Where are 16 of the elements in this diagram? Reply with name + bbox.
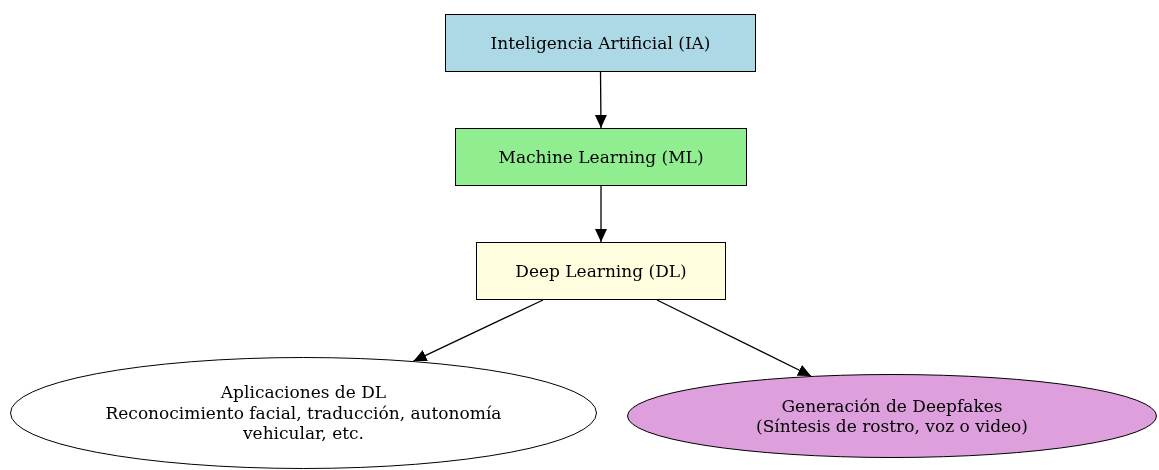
node-description: (Síntesis de rostro, voz o video) bbox=[756, 416, 1028, 437]
ellipse-node bbox=[627, 374, 1157, 458]
node-label: Deep Learning (DL) bbox=[515, 260, 687, 282]
node-description: Reconocimiento facial, traducción, autonomía vehicular, etc. bbox=[104, 402, 503, 444]
process-box bbox=[445, 14, 756, 72]
process-box bbox=[455, 128, 747, 186]
ellipse-node bbox=[10, 357, 597, 469]
node-label: Machine Learning (ML) bbox=[498, 146, 704, 168]
arrow bbox=[656, 299, 812, 377]
node-label: Inteligencia Artificial (IA) bbox=[490, 32, 711, 54]
arrow bbox=[595, 185, 607, 243]
node-label: Aplicaciones de DL bbox=[220, 382, 387, 403]
process-box bbox=[476, 242, 726, 300]
node-label: Generación de Deepfakes bbox=[781, 395, 1003, 416]
arrow bbox=[594, 71, 607, 129]
arrow bbox=[412, 299, 544, 362]
